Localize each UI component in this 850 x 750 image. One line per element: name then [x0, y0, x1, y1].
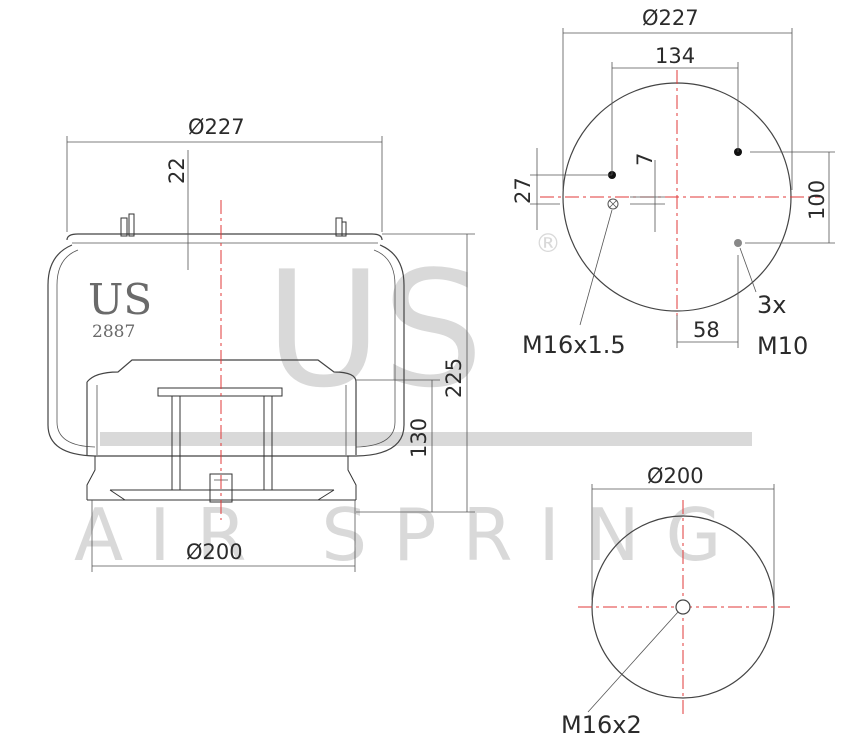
dim-offset-58: 58: [676, 255, 739, 348]
top-studs: [120, 213, 347, 237]
dim-stud-spacing: 134: [611, 44, 739, 175]
dim-offset-27: 27: [511, 148, 612, 230]
svg-text:7: 7: [633, 153, 657, 166]
thread-main-label: M16x1.5: [522, 331, 626, 359]
center-thread-hole: [675, 599, 691, 615]
bottom-view: Ø200 M16x2: [561, 464, 790, 739]
svg-text:Ø200: Ø200: [647, 464, 704, 488]
top-view: Ø227 134 100 27 7: [511, 6, 835, 360]
watermark-tagline: AIR SPRING: [74, 493, 747, 577]
svg-text:130: 130: [407, 418, 431, 458]
svg-text:134: 134: [655, 44, 695, 68]
svg-text:Ø200: Ø200: [186, 540, 243, 564]
watermark-brand: US: [265, 236, 484, 423]
svg-text:58: 58: [693, 318, 720, 342]
dim-top-view-diameter: Ø227: [562, 6, 793, 190]
part-number: 2887: [92, 322, 135, 342]
part-brand-mark: US: [88, 275, 152, 324]
dim-bottom-view-diameter: Ø200: [591, 464, 775, 600]
m16-leader: [579, 209, 613, 326]
side-view: US 2887 Ø227 22 225 130: [47, 115, 475, 572]
svg-text:Ø227: Ø227: [642, 6, 699, 30]
dim-piston-height: 130: [356, 379, 440, 512]
svg-text:100: 100: [805, 180, 829, 220]
watermark-bar: [100, 432, 752, 446]
bellow-outer: [47, 244, 405, 457]
svg-text:225: 225: [442, 358, 466, 398]
m10-leader: [739, 247, 757, 293]
thread-small-label: M10: [757, 332, 808, 360]
piston-cap: [86, 359, 357, 383]
dim-overall-height: 225: [356, 233, 475, 513]
m10-hole-2: [734, 239, 742, 247]
svg-text:Ø227: Ø227: [188, 115, 245, 139]
internal-bracket-plate: [157, 387, 283, 397]
svg-text:27: 27: [511, 177, 535, 204]
watermark: US ® AIR SPRING: [74, 229, 752, 577]
dim-bottom-diameter: Ø200: [91, 500, 356, 572]
top-plate: [66, 233, 383, 241]
dim-vertical-spacing: 100: [745, 151, 835, 244]
dim-stud-height: 22: [165, 150, 189, 270]
bottom-thread-label: M16x2: [561, 711, 642, 739]
dim-offset-7: 7: [630, 153, 665, 232]
watermark-registered-mark: ®: [535, 229, 561, 259]
m16x2-leader: [587, 611, 679, 713]
svg-text:22: 22: [165, 157, 189, 184]
dim-top-diameter: Ø227: [66, 115, 383, 232]
thread-count-label: 3x: [757, 291, 786, 319]
